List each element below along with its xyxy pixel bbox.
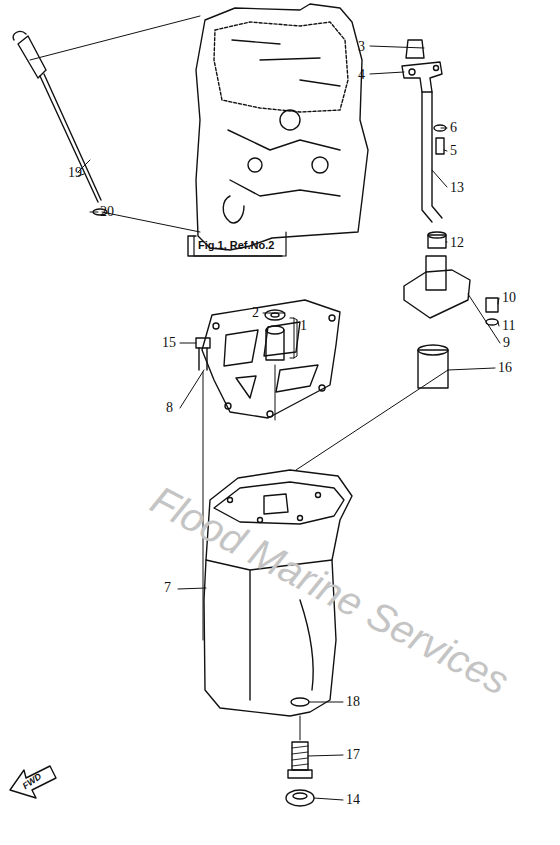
leader-lines: [78, 46, 500, 800]
watermark: Flood Marine Services: [145, 479, 515, 701]
callout-number: 10: [502, 291, 516, 305]
callout-number: 15: [162, 336, 176, 350]
bolt: [196, 338, 210, 640]
gasket: [202, 300, 340, 418]
callout-number: 9: [503, 336, 510, 350]
callout-number: 1: [300, 319, 307, 333]
callout-number: 11: [502, 319, 515, 333]
callout-number: 3: [358, 40, 365, 54]
callout-number: 19: [68, 166, 82, 180]
callout-number: 5: [450, 144, 457, 158]
drain-plug-parts: [286, 698, 314, 806]
callout-number: 6: [450, 121, 457, 135]
callout-number: 14: [346, 793, 360, 807]
callout-number: 18: [346, 695, 360, 709]
callout-number: 20: [100, 205, 114, 219]
reference-frame: [194, 232, 286, 256]
gauge-tube-assembly: [296, 40, 498, 470]
callout-number: 2: [252, 306, 259, 320]
callout-number: 16: [498, 361, 512, 375]
figure-reference: Fig.1, Ref.No.2: [198, 240, 274, 251]
callout-number: 8: [166, 401, 173, 415]
callout-number: 4: [358, 68, 365, 82]
callout-number: 7: [164, 581, 171, 595]
dipstick: [13, 16, 200, 232]
callout-number: 17: [346, 748, 360, 762]
callout-number: 12: [450, 236, 464, 250]
engine-block: [188, 4, 368, 256]
forward-arrow: [10, 766, 56, 798]
callout-number: 13: [450, 181, 464, 195]
